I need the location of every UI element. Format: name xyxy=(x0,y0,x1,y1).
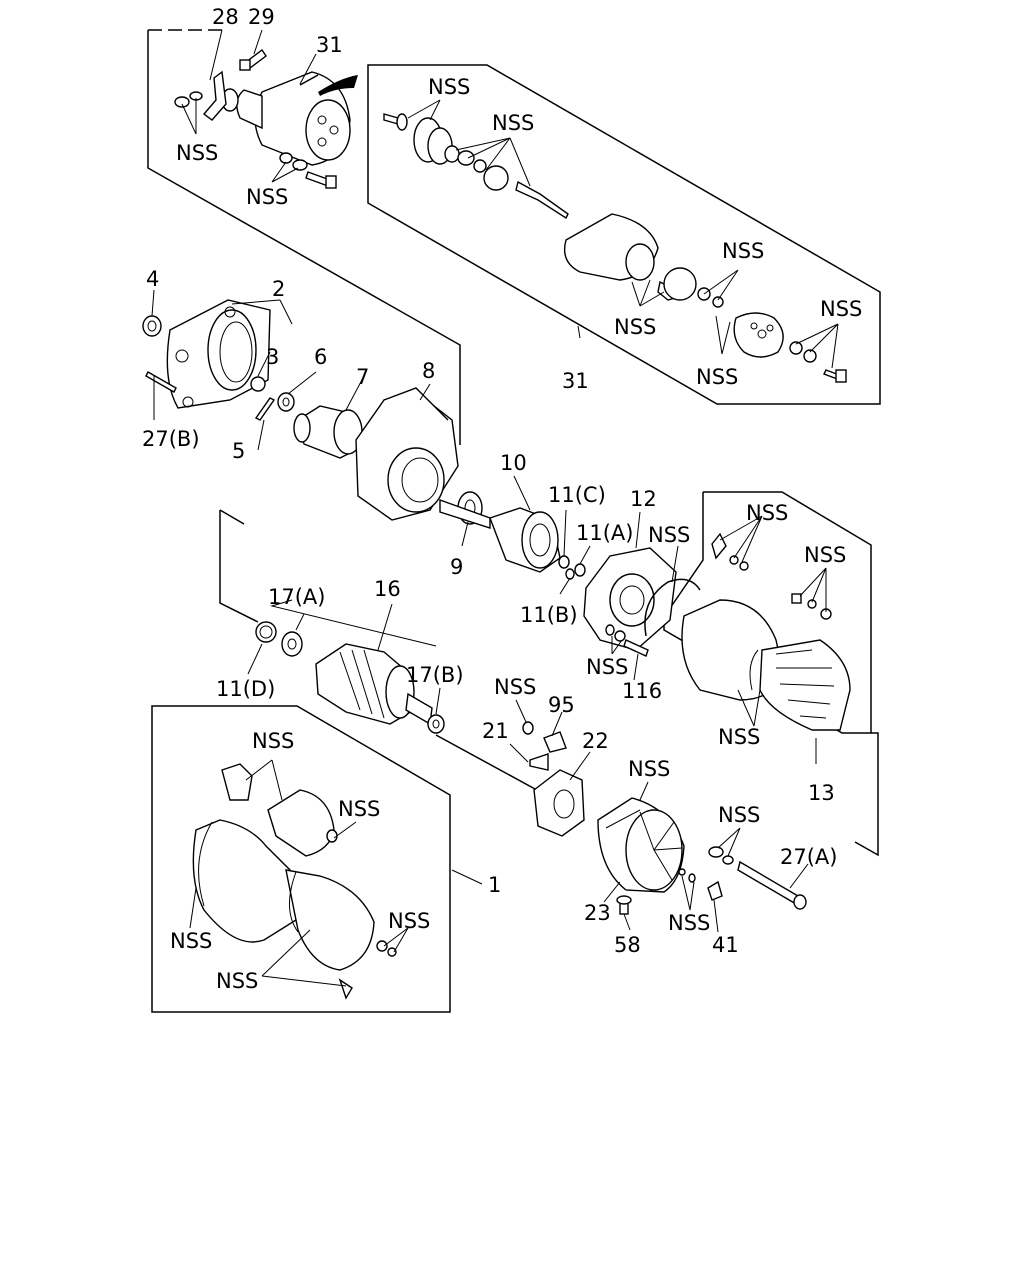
armature-frame xyxy=(219,509,879,857)
label-nss-oring: NSS xyxy=(338,797,380,821)
label-nss-27a: NSS xyxy=(718,803,760,827)
label-nss-31-bottom: NSS xyxy=(246,185,288,209)
label-nss-plunger: NSS xyxy=(428,75,470,99)
label-95: 95 xyxy=(548,693,575,717)
label-nss-screw: NSS xyxy=(216,969,258,993)
label-23: 23 xyxy=(584,901,611,925)
gear-10 xyxy=(439,499,561,573)
label-22: 22 xyxy=(582,729,609,753)
through-bolt-27a xyxy=(737,860,807,910)
label-58: 58 xyxy=(614,933,641,957)
center-housing-8 xyxy=(355,387,459,521)
solenoid-detail-frame xyxy=(367,64,881,405)
label-11b: 11(B) xyxy=(520,603,578,627)
gasket-nss xyxy=(644,578,701,637)
label-17a: 17(A) xyxy=(268,585,325,609)
washer-11d xyxy=(255,621,277,643)
label-8: 8 xyxy=(422,359,435,383)
label-nss-28: NSS xyxy=(176,141,218,165)
brush-holder-22 xyxy=(533,769,585,837)
yoke-13 xyxy=(681,599,851,731)
label-11c: 11(C) xyxy=(548,483,606,507)
washers-11 xyxy=(558,555,586,580)
part-labels: 28 29 31 NSS NSS NSS NSS NSS NSS NSS NSS… xyxy=(142,5,862,993)
label-nss-116: NSS xyxy=(586,655,628,679)
label-nss-41: NSS xyxy=(668,911,710,935)
label-11a: 11(A) xyxy=(576,521,633,545)
gear-housing-12 xyxy=(583,547,677,651)
label-31-top: 31 xyxy=(316,33,343,57)
label-4: 4 xyxy=(146,267,159,291)
label-nss-pinion: NSS xyxy=(252,729,294,753)
washer-6 xyxy=(277,392,295,412)
label-10: 10 xyxy=(500,451,527,475)
washers-27a xyxy=(708,846,734,865)
label-41: 41 xyxy=(712,933,739,957)
label-17b: 17(B) xyxy=(406,663,464,687)
label-nss-spring: NSS xyxy=(492,111,534,135)
solenoid-group-frame xyxy=(147,29,461,445)
label-27b: 27(B) xyxy=(142,427,200,451)
bearing-17a xyxy=(281,631,303,657)
bushing-4 xyxy=(142,315,162,337)
label-nss-gasket: NSS xyxy=(648,523,690,547)
nut-washer-bottom xyxy=(279,152,337,189)
label-nss-housing: NSS xyxy=(170,929,212,953)
label-3: 3 xyxy=(266,345,279,369)
label-nss-disc: NSS xyxy=(614,315,656,339)
screw-41 xyxy=(678,868,723,901)
screw-58 xyxy=(616,895,632,915)
pinion-clutch-7 xyxy=(293,405,363,459)
leader-lines xyxy=(151,29,839,987)
label-5: 5 xyxy=(232,439,245,463)
bolt-29 xyxy=(239,48,267,71)
label-12: 12 xyxy=(630,487,657,511)
label-nss-yoke: NSS xyxy=(718,725,760,749)
pin-5 xyxy=(254,397,276,421)
label-16: 16 xyxy=(374,577,401,601)
solenoid-detail-parts xyxy=(383,113,847,383)
solenoid-arrow xyxy=(318,75,358,96)
screw-116 xyxy=(605,624,649,657)
label-nss-contacts: NSS xyxy=(722,239,764,263)
label-nss-brush-b: NSS xyxy=(804,543,846,567)
label-nss-washers: NSS xyxy=(388,909,430,933)
terminal-strap-28 xyxy=(174,70,227,121)
label-nss-23: NSS xyxy=(628,757,670,781)
drive-end-housing-2 xyxy=(166,299,271,409)
bearing-17b xyxy=(427,714,445,734)
label-1: 1 xyxy=(488,873,501,897)
label-nss-cap-ring: NSS xyxy=(696,365,738,389)
label-29: 29 xyxy=(248,5,275,29)
label-116: 116 xyxy=(622,679,662,703)
label-7: 7 xyxy=(356,365,369,389)
clip-95 xyxy=(543,731,567,753)
ball-3 xyxy=(250,376,266,392)
label-21: 21 xyxy=(482,719,509,743)
armature-16 xyxy=(315,643,433,726)
label-nss-95: NSS xyxy=(494,675,536,699)
label-nss-cap: NSS xyxy=(820,297,862,321)
label-9: 9 xyxy=(450,555,463,579)
drive-housing-frame xyxy=(151,705,451,1013)
label-6: 6 xyxy=(314,345,327,369)
label-27a: 27(A) xyxy=(780,845,837,869)
solenoid-assembly xyxy=(221,71,351,166)
label-31-bottom: 31 xyxy=(562,369,589,393)
label-28: 28 xyxy=(212,5,239,29)
label-11d: 11(D) xyxy=(216,677,275,701)
label-2: 2 xyxy=(272,277,285,301)
brush-parts-13 xyxy=(711,532,832,620)
end-frame-23 xyxy=(597,797,685,893)
label-nss-brush-a: NSS xyxy=(746,501,788,525)
label-13: 13 xyxy=(808,781,835,805)
screw-nss-21 xyxy=(522,721,549,771)
drive-housing-1 xyxy=(192,763,397,1000)
